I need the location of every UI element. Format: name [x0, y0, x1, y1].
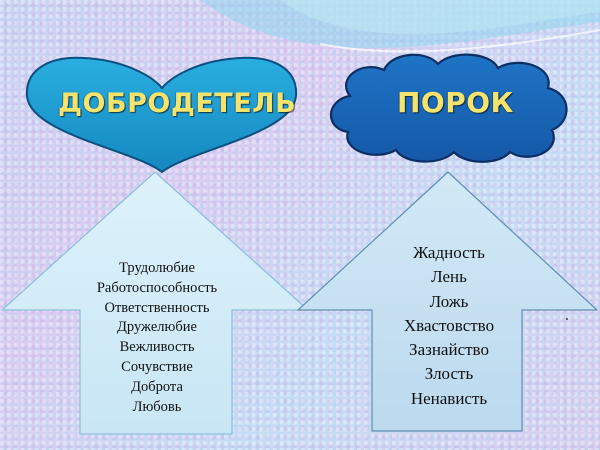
up-arrow-left	[0, 171, 310, 435]
list-item: Работоспособность	[96, 279, 218, 296]
list-item: Трудолюбие	[119, 260, 195, 276]
list-item: Зазнайство	[409, 340, 489, 360]
cloud-shape	[329, 53, 568, 163]
list-item: Ответственность	[104, 299, 210, 316]
heart-shape	[25, 56, 298, 174]
vice-title: ПОРОК	[397, 86, 514, 119]
list-item: Лень	[431, 267, 467, 287]
list-item: Ложь	[429, 291, 469, 311]
virtue-list: Трудолюбие Работоспособность Ответственн…	[74, 261, 240, 419]
up-arrow-right	[296, 171, 599, 432]
list-item: Хвастовство	[403, 315, 495, 335]
list-item: Вежливость	[119, 339, 195, 356]
stray-dot	[566, 318, 568, 320]
list-item: Злость	[424, 364, 474, 384]
list-item: Дружелюбие	[117, 319, 197, 336]
list-item: Ненависть	[410, 388, 488, 408]
top-wave-decoration	[200, 0, 600, 53]
list-item: Доброта	[131, 378, 183, 395]
list-item: Сочувствие	[121, 358, 193, 375]
list-item: Любовь	[132, 398, 182, 415]
vice-list: Жадность Лень Ложь Хвастовство Зазнайств…	[372, 244, 526, 414]
virtue-title: ДОБРОДЕТЕЛЬ	[58, 88, 297, 119]
list-item: Жадность	[413, 243, 485, 262]
